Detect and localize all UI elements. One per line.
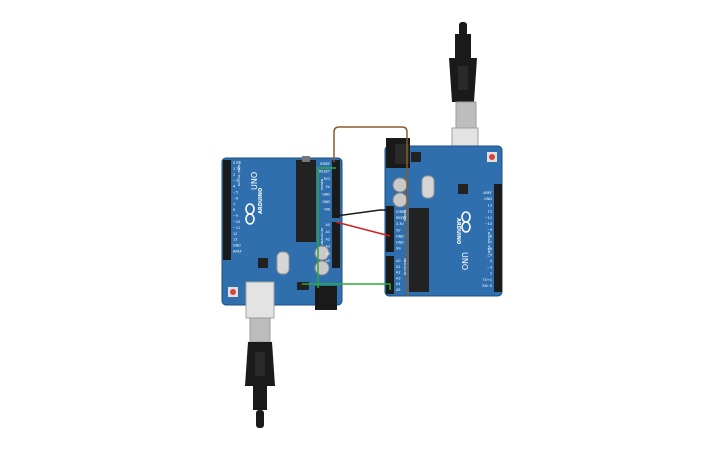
left-power-pin-label: VIN	[324, 208, 330, 212]
left-digital-pin-label: 0 RX	[233, 161, 242, 165]
right-digital-pin-label: 4	[490, 259, 492, 263]
right-digital-pin-label: TX→1	[482, 278, 492, 282]
left-reset-button	[230, 289, 236, 295]
right-analog-pin-label: A3	[396, 276, 400, 280]
left-digital-pin-label: ~6	[233, 196, 238, 200]
right-analog-pin-label: A2	[396, 271, 400, 275]
right-analog-pin-label: A0	[396, 259, 400, 263]
left-brand-label: ARDUINO	[258, 188, 264, 214]
left-power-label: POWER	[320, 179, 324, 190]
right-arduino-infinity-icon	[461, 211, 471, 233]
left-arduino-infinity-icon	[245, 203, 255, 225]
left-model-label: UNO	[250, 172, 259, 190]
right-analog-pin-label: A4	[396, 282, 400, 286]
red-wire[interactable]	[335, 221, 391, 237]
left-analog-pin-label: A3	[326, 245, 330, 249]
right-power-pin-label: Vin	[396, 247, 401, 251]
right-digital-pin-label: ~10	[485, 222, 492, 226]
right-mcu-chip	[409, 208, 429, 292]
right-digital-pin-labels: AREF GND 13 12 ~11 ~10 ~9 8 7 ~6 ~5 4 ~3 2TX→1RX←0	[482, 191, 493, 288]
left-power-pin-label: GND	[322, 192, 330, 196]
left-analog-pin-label: A0	[326, 223, 330, 227]
left-analog-pin-label: A5	[326, 259, 330, 263]
right-digital-pin-label: 8	[490, 234, 492, 238]
right-power-pin-label: 5V	[396, 228, 401, 232]
left-analog-pin-label: A4	[326, 252, 330, 256]
left-digital-pin-label: 1 TX	[233, 167, 241, 171]
right-digital-header	[494, 184, 502, 292]
left-digital-label: DIGITAL (PWM~)	[237, 161, 241, 186]
right-analog-label: ANALOG IN	[403, 258, 407, 275]
right-digital-pin-label: GND	[484, 197, 492, 201]
left-digital-pin-label: 4	[233, 185, 235, 189]
left-digital-pin-label: ~5	[233, 191, 238, 195]
right-arduino-board[interactable]: ARDUINO UNO DIGITAL (PWM~) POWER ANALOG …	[384, 138, 503, 297]
right-brand-label: ARDUINO	[455, 218, 461, 244]
left-analog-pin-label: A1	[326, 230, 330, 234]
left-power-pin-labels: IOREF RESET 3V3 5V GND GND VIN	[319, 162, 331, 212]
right-power-pin-labels: IOREF RESET 3.3V 5V GND GND Vin	[396, 210, 408, 251]
black-wire[interactable]	[335, 209, 390, 217]
right-digital-pin-label: RX←0	[482, 284, 492, 288]
right-analog-header	[386, 256, 394, 294]
left-digital-pin-label: ~9	[233, 214, 238, 218]
left-power-pin-label: IOREF	[320, 162, 330, 166]
right-power-pin-label: RESET	[396, 216, 408, 220]
right-digital-pin-label: 12	[488, 210, 492, 214]
right-digital-pin-label: 7	[490, 241, 492, 245]
left-usb-cable[interactable]	[245, 281, 275, 428]
left-digital-pin-label: 2	[233, 173, 235, 177]
right-digital-label: DIGITAL (PWM~)	[487, 232, 491, 257]
left-power-pin-label: 3V3	[323, 177, 330, 181]
right-power-label: POWER	[403, 210, 407, 221]
left-digital-pin-label: 13	[233, 238, 237, 242]
left-arduino-board[interactable]: ARDUINO UNO DIGITAL (PWM~) POWER ANALOG …	[221, 156, 343, 310]
right-model-label: UNO	[460, 252, 469, 270]
left-digital-pin-label: ~10	[233, 220, 240, 224]
right-reset-button	[489, 154, 495, 160]
right-digital-pin-label: ~6	[487, 247, 492, 251]
right-digital-pin-label: AREF	[483, 191, 492, 195]
left-digital-pin-label: 12	[233, 232, 237, 236]
left-analog-label: ANALOG IN	[320, 228, 324, 245]
right-power-header	[386, 206, 394, 252]
right-digital-pin-label: ~9	[487, 228, 492, 232]
right-digital-pin-label: 13	[488, 203, 492, 207]
left-digital-pin-label: 7	[233, 202, 235, 206]
left-analog-pin-label: A2	[326, 237, 330, 241]
right-digital-pin-label: ~3	[487, 265, 492, 269]
right-digital-pin-label: ~11	[485, 216, 492, 220]
brown-wire[interactable]	[333, 126, 408, 296]
left-power-jack	[315, 286, 337, 310]
left-digital-pin-label: AREF	[233, 250, 242, 254]
right-power-pin-label: GND	[396, 241, 404, 245]
left-digital-pin-label: ~3	[233, 179, 238, 183]
left-digital-pin-label: 8	[233, 208, 235, 212]
right-power-pin-label: IOREF	[396, 210, 406, 214]
left-power-header	[332, 160, 340, 218]
right-power-pin-label: 3.3V	[396, 222, 404, 226]
left-power-pin-label: GND	[322, 200, 330, 204]
green-wire-top[interactable]	[317, 167, 336, 288]
wires[interactable]	[302, 126, 408, 296]
left-digital-header	[223, 160, 231, 260]
green-wire-bottom[interactable]	[302, 283, 391, 290]
usb-b-connector-left	[245, 281, 275, 319]
right-power-pin-label: GND	[396, 234, 404, 238]
left-digital-pin-label: GND	[233, 244, 241, 248]
right-analog-pin-label: A5	[396, 288, 400, 292]
left-mcu-chip	[296, 160, 316, 242]
right-analog-pin-label: A1	[396, 265, 400, 269]
right-digital-pin-label: 2	[490, 272, 492, 276]
left-analog-header	[332, 222, 340, 268]
right-digital-pin-label: ~5	[487, 253, 492, 257]
left-digital-pin-label: ~11	[233, 226, 240, 230]
left-power-pin-label: RESET	[319, 170, 331, 174]
left-power-pin-label: 5V	[326, 185, 331, 189]
